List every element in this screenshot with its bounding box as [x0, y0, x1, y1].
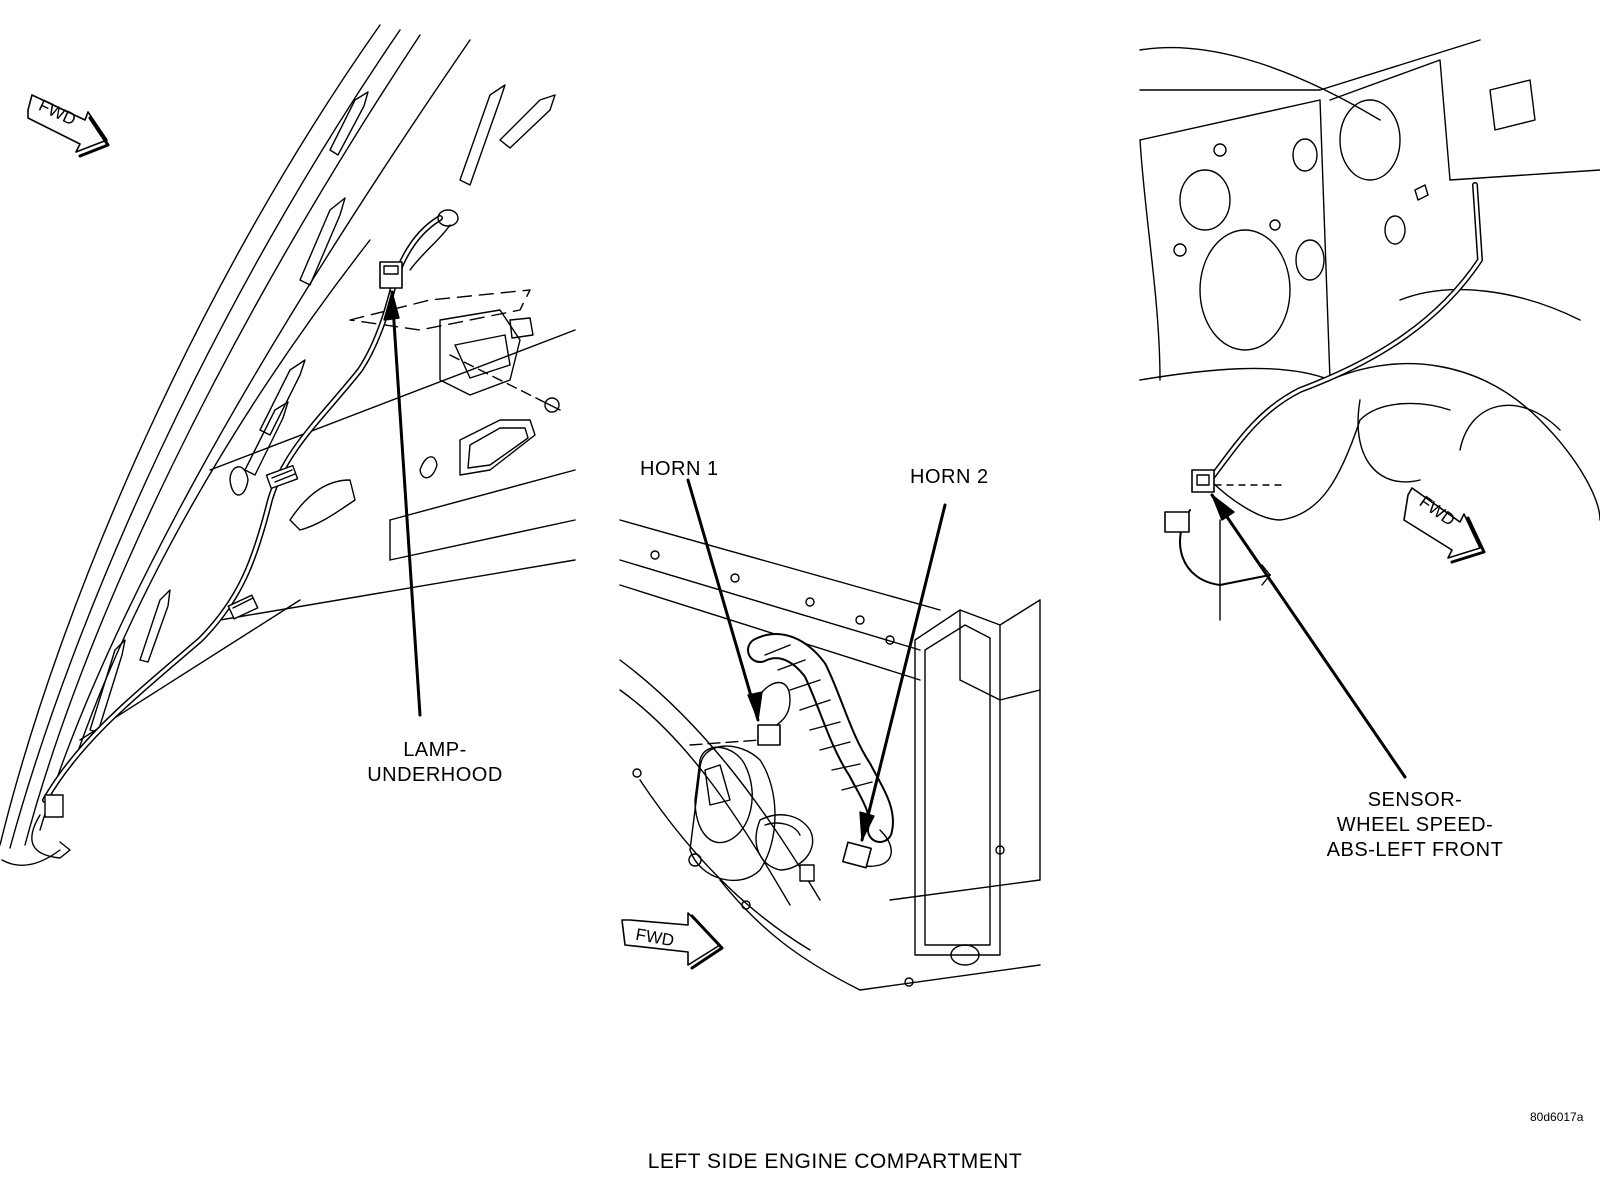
callout-sensor-line2: WHEEL SPEED-: [1336, 814, 1494, 836]
callout-sensor-line3: ABS-LEFT FRONT: [1326, 839, 1504, 861]
callout-wheel-speed-sensor: SENSOR- WHEEL SPEED- ABS-LEFT FRONT: [1305, 788, 1525, 863]
callout-horn-2: HORN 2: [910, 465, 1020, 490]
callout-horn-2-label: HORN 2: [910, 466, 989, 488]
horn-panel-illustration: [619, 478, 1041, 991]
figure-id: 80d6017a: [1530, 1110, 1584, 1124]
callout-sensor-line1: SENSOR-: [1367, 789, 1463, 811]
callout-horn-1-label: HORN 1: [640, 458, 719, 480]
figure-caption: LEFT SIDE ENGINE COMPARTMENT: [647, 1150, 1023, 1173]
fwd-arrow-right: [1403, 487, 1486, 564]
callout-lamp-underhood-line1: LAMP-: [403, 739, 467, 761]
callout-horn-1: HORN 1: [640, 457, 750, 482]
callout-lamp-underhood-line2: UNDERHOOD: [367, 764, 503, 786]
wheel-speed-sensor-panel-illustration: [1139, 39, 1600, 779]
callout-lamp-underhood: LAMP- UNDERHOOD: [355, 738, 515, 788]
fwd-arrow-left: [27, 94, 110, 158]
fwd-arrow-middle: [621, 912, 724, 970]
hood-panel-illustration: [0, 24, 576, 866]
